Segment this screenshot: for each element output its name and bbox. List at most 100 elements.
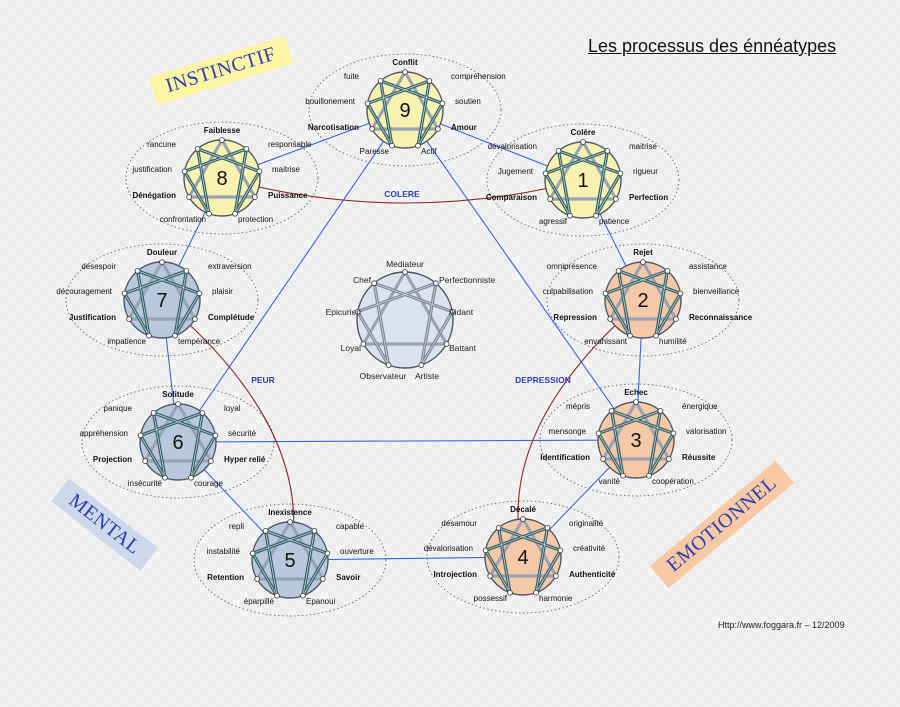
triangle-6-9 bbox=[177, 109, 406, 443]
center-type-label: Battant bbox=[449, 343, 477, 353]
type-enneagram-1 bbox=[542, 139, 624, 219]
type-label: culpabilisation bbox=[543, 287, 593, 296]
type-label: impatience bbox=[107, 337, 146, 346]
type-oval-4 bbox=[426, 500, 620, 614]
type-label: Réussite bbox=[682, 453, 716, 462]
type-label: Retention bbox=[207, 573, 244, 582]
type-number-8: 8 bbox=[216, 168, 227, 190]
center-type-label: Epicurien bbox=[326, 307, 362, 317]
type-label: rigueur bbox=[633, 167, 658, 176]
type-oval-1 bbox=[486, 123, 680, 237]
type-label: maitrise bbox=[272, 165, 301, 174]
credit-text: Http://www.foggara.fr – 12/2009 bbox=[718, 620, 845, 630]
type-label: Introjection bbox=[433, 570, 477, 579]
type-label: harmonie bbox=[539, 594, 573, 603]
type-label: vanité bbox=[599, 477, 621, 486]
type-label: capable bbox=[336, 522, 365, 531]
type-label: Puissance bbox=[268, 191, 308, 200]
type-label: Projection bbox=[93, 455, 132, 464]
type-label: Narcotisation bbox=[308, 123, 359, 132]
process-depression: DEPRESSION bbox=[515, 375, 571, 385]
type-enneagram-8 bbox=[181, 137, 263, 217]
type-oval-7 bbox=[65, 243, 259, 357]
type-label: responsable bbox=[268, 140, 312, 149]
triangle-3-6 bbox=[177, 439, 637, 443]
type-label: envahissant bbox=[584, 337, 627, 346]
triangle-9-3 bbox=[404, 109, 637, 441]
type-label: originalité bbox=[569, 519, 604, 528]
center-type-label: Chef bbox=[353, 275, 372, 285]
type-label: plaisir bbox=[212, 287, 233, 296]
type-label: courage bbox=[194, 479, 223, 488]
type-label: Justification bbox=[69, 313, 116, 322]
page-title: Les processus des énnéatypes bbox=[588, 36, 837, 56]
type-label: dévalorisation bbox=[424, 544, 473, 553]
type-label: Dénégation bbox=[132, 191, 176, 200]
type-number-6: 6 bbox=[172, 432, 183, 454]
center-type-label: Observateur bbox=[360, 371, 407, 381]
type-number-2: 2 bbox=[637, 290, 648, 312]
type-label: patience bbox=[599, 217, 630, 226]
type-label: Complétude bbox=[208, 313, 255, 322]
type-label: mensonge bbox=[549, 427, 587, 436]
type-oval-5 bbox=[193, 503, 387, 617]
type-number-9: 9 bbox=[399, 100, 410, 122]
type-label: découragement bbox=[56, 287, 112, 296]
type-number-3: 3 bbox=[630, 430, 641, 452]
type-label: soutien bbox=[455, 97, 481, 106]
type-label: Reconnaissance bbox=[689, 313, 753, 322]
type-enneagram-4 bbox=[482, 516, 564, 596]
type-label: Comparaison bbox=[486, 193, 537, 202]
type-enneagram-9 bbox=[364, 69, 446, 149]
type-label: Epanoui bbox=[306, 597, 336, 606]
type-label: Conflit bbox=[392, 58, 418, 67]
type-label: Savoir bbox=[336, 573, 360, 582]
process-colere: COLERE bbox=[384, 189, 420, 199]
type-label: appréhension bbox=[80, 429, 128, 438]
type-label: valorisation bbox=[686, 427, 726, 436]
type-label: Jugement bbox=[498, 167, 534, 176]
type-label: bouillonement bbox=[305, 97, 356, 106]
type-label: Identification bbox=[540, 453, 590, 462]
type-enneagram-2 bbox=[602, 259, 684, 339]
nodes-layer bbox=[121, 69, 684, 599]
arc-8-1 bbox=[221, 177, 584, 204]
type-number-7: 7 bbox=[156, 290, 167, 312]
type-label: omniprésence bbox=[547, 262, 598, 271]
type-label: justification bbox=[131, 165, 172, 174]
type-label: Echec bbox=[624, 388, 648, 397]
type-label: Rejet bbox=[633, 248, 653, 257]
type-label: panique bbox=[104, 404, 133, 413]
type-label: maitrise bbox=[629, 142, 658, 151]
type-number-1: 1 bbox=[577, 170, 588, 192]
type-number-4: 4 bbox=[517, 547, 528, 569]
center-type-label: Aidant bbox=[449, 307, 474, 317]
type-label: fuite bbox=[344, 72, 360, 81]
type-label: humilité bbox=[659, 337, 687, 346]
center-enneagram bbox=[354, 269, 456, 369]
center-type-label: Artiste bbox=[415, 371, 439, 381]
type-label: Actif bbox=[421, 147, 437, 156]
type-oval-2 bbox=[546, 243, 740, 357]
type-enneagram-7 bbox=[121, 259, 203, 339]
type-label: confrontation bbox=[160, 215, 206, 224]
type-enneagram-3 bbox=[595, 399, 677, 479]
type-label: loyal bbox=[224, 404, 241, 413]
type-label: éparpillé bbox=[244, 597, 275, 606]
type-label: Authenticité bbox=[569, 570, 616, 579]
type-label: Colère bbox=[571, 128, 596, 137]
link-4-5 bbox=[289, 556, 524, 561]
type-label: Inexistence bbox=[268, 508, 312, 517]
type-label: Amour bbox=[451, 123, 477, 132]
type-label: rancune bbox=[147, 140, 176, 149]
labels-layer: MediateurPerfectionnisteAidantBattantArt… bbox=[56, 58, 752, 606]
type-label: Perfection bbox=[629, 193, 668, 202]
type-label: assistance bbox=[689, 262, 727, 271]
type-label: Décalé bbox=[510, 505, 536, 514]
type-label: sécurité bbox=[228, 429, 257, 438]
type-label: instabilité bbox=[207, 547, 241, 556]
type-label: compréhension bbox=[451, 72, 506, 81]
type-label: Hyper relié bbox=[224, 455, 266, 464]
process-peur: PEUR bbox=[251, 375, 275, 385]
type-label: énergique bbox=[682, 402, 718, 411]
